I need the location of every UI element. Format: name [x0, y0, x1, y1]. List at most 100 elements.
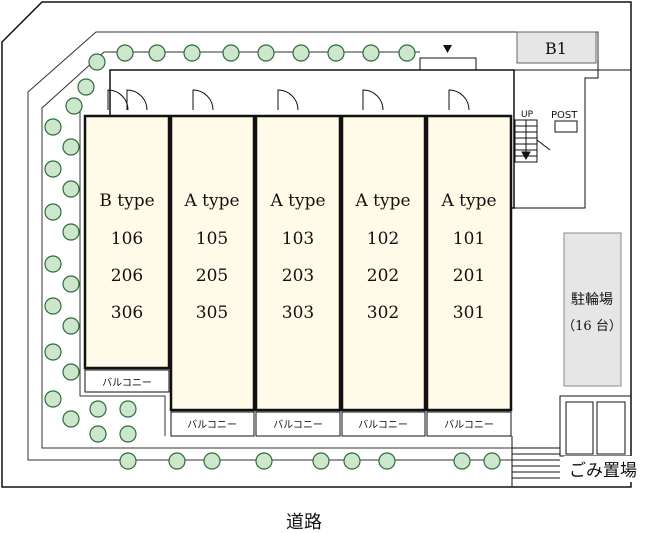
- shrub: [62, 317, 80, 335]
- shrub: [65, 97, 83, 115]
- post-label: POST: [551, 110, 578, 121]
- road-label: 道路: [286, 512, 322, 533]
- bike-parking-capacity: （16 台）: [562, 319, 622, 334]
- shrubs: [44, 44, 501, 470]
- balcony-label: バルコニー: [444, 419, 494, 431]
- shrub: [89, 425, 107, 443]
- bike-parking-area: [563, 232, 622, 387]
- shrub: [62, 138, 80, 156]
- shrub: [62, 180, 80, 198]
- shrub: [89, 400, 107, 418]
- balcony: [255, 411, 341, 437]
- shrub: [62, 223, 80, 241]
- balcony-label: バルコニー: [273, 419, 323, 431]
- balcony: [426, 411, 512, 437]
- shrub: [44, 203, 62, 221]
- unit-type-label: A type: [440, 191, 496, 211]
- room-number: 301: [453, 303, 485, 323]
- planting-strip-inner: [41, 51, 512, 449]
- balcony: [341, 411, 426, 437]
- room-number: 302: [367, 303, 399, 323]
- room-number: 305: [196, 303, 228, 323]
- unit-type-label: A type: [183, 191, 239, 211]
- shrub: [119, 452, 137, 470]
- unit-type-label: A type: [354, 191, 410, 211]
- balcony-label: バルコニー: [358, 419, 408, 431]
- shrub: [292, 44, 310, 62]
- room-number: 306: [111, 303, 143, 323]
- b1-label: B1: [545, 39, 567, 58]
- shrub: [203, 452, 221, 470]
- balcony: [170, 411, 255, 437]
- mailbox-icon: [554, 120, 578, 133]
- room-number: 201: [453, 266, 485, 286]
- shrub: [62, 363, 80, 381]
- shrub: [222, 44, 240, 62]
- shrub: [327, 44, 345, 62]
- shrub: [483, 452, 501, 470]
- door-icon: [107, 89, 129, 111]
- room-number: 106: [111, 229, 143, 249]
- shrub: [255, 452, 273, 470]
- shrub: [62, 275, 80, 293]
- unit-type-label: A type: [269, 191, 325, 211]
- garbage-area-structure: [511, 395, 632, 487]
- unit-102: [340, 114, 427, 412]
- balcony-label: バルコニー: [102, 377, 152, 389]
- room-number: 105: [196, 229, 228, 249]
- entrance-notch: [419, 57, 477, 70]
- unit-103: [254, 114, 342, 412]
- unit-101: [425, 114, 513, 412]
- room-number: 103: [282, 229, 314, 249]
- room-number: 102: [367, 229, 399, 249]
- room-number: 101: [453, 229, 485, 249]
- unit-type-label: B type: [99, 191, 154, 211]
- shrub: [116, 44, 134, 62]
- door-icons: [107, 89, 470, 111]
- room-number: 205: [196, 266, 228, 286]
- balcony-label: バルコニー: [187, 419, 237, 431]
- stairs: [514, 119, 551, 163]
- shrub: [312, 452, 330, 470]
- shrub: [183, 44, 201, 62]
- shrub: [44, 297, 62, 315]
- b1-label-box: [516, 31, 597, 64]
- room-number: 203: [282, 266, 314, 286]
- shrub: [88, 53, 106, 71]
- garbage-label-bg: [564, 456, 652, 482]
- shrub: [44, 390, 62, 408]
- room-number: 206: [111, 266, 143, 286]
- unit-105: [169, 114, 256, 412]
- bike-parking-title: 駐輪場: [571, 291, 613, 308]
- balcony: [84, 369, 170, 393]
- shrub: [362, 44, 380, 62]
- shrub: [44, 343, 62, 361]
- planting-strip-outer: [27, 31, 599, 461]
- shrub: [378, 452, 396, 470]
- shrub: [44, 160, 62, 178]
- east-inner-wall: [514, 60, 599, 209]
- site-boundary: [1, 1, 632, 488]
- shrub: [119, 425, 137, 443]
- stair-up-label: UP: [521, 110, 534, 120]
- shrub: [119, 400, 137, 418]
- door-icon: [448, 89, 470, 111]
- shrub: [62, 410, 80, 428]
- shrub: [453, 452, 471, 470]
- shrub: [77, 78, 95, 96]
- room-number: 303: [282, 303, 314, 323]
- unit-b: [83, 114, 171, 370]
- door-icon: [192, 89, 214, 111]
- door-icon: [126, 89, 148, 111]
- room-number: 202: [367, 266, 399, 286]
- door-icon: [362, 89, 384, 111]
- entrance-arrow-icon: [443, 45, 452, 53]
- balconies: [84, 369, 512, 437]
- garbage-area-label: ごみ置場: [569, 461, 637, 481]
- shrub: [44, 118, 62, 136]
- shrub: [257, 44, 275, 62]
- shrub: [148, 44, 166, 62]
- unit-block: [83, 114, 513, 412]
- shrub: [343, 452, 361, 470]
